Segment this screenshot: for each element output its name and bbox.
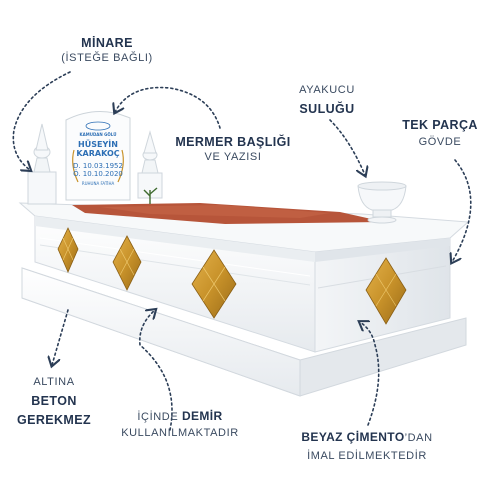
label-minare-title: MİNARE — [81, 36, 133, 50]
small-plant — [143, 187, 158, 204]
headstone-line1: KAMUDAN GÖLÜ — [79, 132, 117, 137]
arrow-tekparca — [452, 159, 472, 262]
label-cimento-line1: BEYAZ ÇİMENTO’DAN — [282, 430, 452, 446]
base-plinth — [21, 267, 467, 397]
label-beton-line3: GEREKMEZ — [16, 413, 92, 428]
arrow-minare — [12, 71, 71, 170]
label-beton-line2: BETON — [31, 393, 77, 408]
gold-diamonds — [57, 227, 407, 325]
label-tekparca-title: TEK PARÇA — [402, 118, 478, 132]
headstone-name2: KARAKOÇ — [76, 149, 120, 158]
label-demir-bold: DEMİR — [181, 409, 223, 423]
arrow-demir — [138, 310, 173, 431]
label-demir-prefix: İÇİNDE — [137, 411, 182, 423]
label-ayakucu-title: SULUĞU — [299, 101, 355, 116]
arrow-cimento — [360, 322, 380, 426]
headstone-footer: RUHUNA FATİHA — [81, 181, 115, 186]
label-mermer-sub: VE YAZISI — [204, 150, 262, 163]
label-demir-line2: KULLANILMAKTADIR — [121, 426, 239, 439]
water-bowl — [357, 181, 407, 224]
label-minare: MİNARE (İSTEĞE BAĞLI) — [52, 36, 162, 65]
label-demir: İÇİNDE DEMİR KULLANILMAKTADIR — [110, 409, 250, 441]
left-minaret — [27, 123, 57, 205]
label-cimento: BEYAZ ÇİMENTO’DAN İMAL EDİLMEKTEDİR — [282, 430, 452, 464]
headstone-engraving: KAMUDAN GÖLÜ HÜSEYİN KARAKOÇ D. 10.03.19… — [64, 132, 132, 186]
label-ayakucu-top: AYAKUCU — [299, 84, 355, 96]
label-cimento-suffix: ’DAN — [404, 432, 433, 444]
headstone — [65, 110, 131, 201]
label-cimento-line2: İMAL EDİLMEKTEDİR — [307, 449, 427, 462]
label-beton-top: ALTINA — [33, 376, 75, 388]
headstone-born: D. 10.03.1952 — [73, 162, 123, 170]
label-minare-sub: (İSTEĞE BAĞLI) — [61, 51, 153, 64]
label-beton: ALTINA BETON GEREKMEZ — [14, 376, 94, 429]
label-tekparca: TEK PARÇA GÖVDE — [392, 118, 488, 149]
label-cimento-bold: BEYAZ ÇİMENTO — [301, 430, 405, 444]
headstone-name1: HÜSEYİN — [78, 140, 118, 149]
label-tekparca-sub: GÖVDE — [418, 135, 462, 148]
arrow-beton — [52, 309, 69, 365]
label-mermer-title: MERMER BAŞLIĞI — [175, 135, 291, 149]
label-mermer: MERMER BAŞLIĞI VE YAZISI — [168, 135, 298, 164]
label-demir-line1: İÇİNDE DEMİR — [110, 409, 250, 425]
arrow-mermer — [115, 86, 221, 129]
label-ayakucu: AYAKUCU SULUĞU — [282, 84, 372, 117]
arrow-suluk — [329, 119, 365, 175]
headstone-died: Ö. 10.10.2020 — [73, 170, 123, 178]
